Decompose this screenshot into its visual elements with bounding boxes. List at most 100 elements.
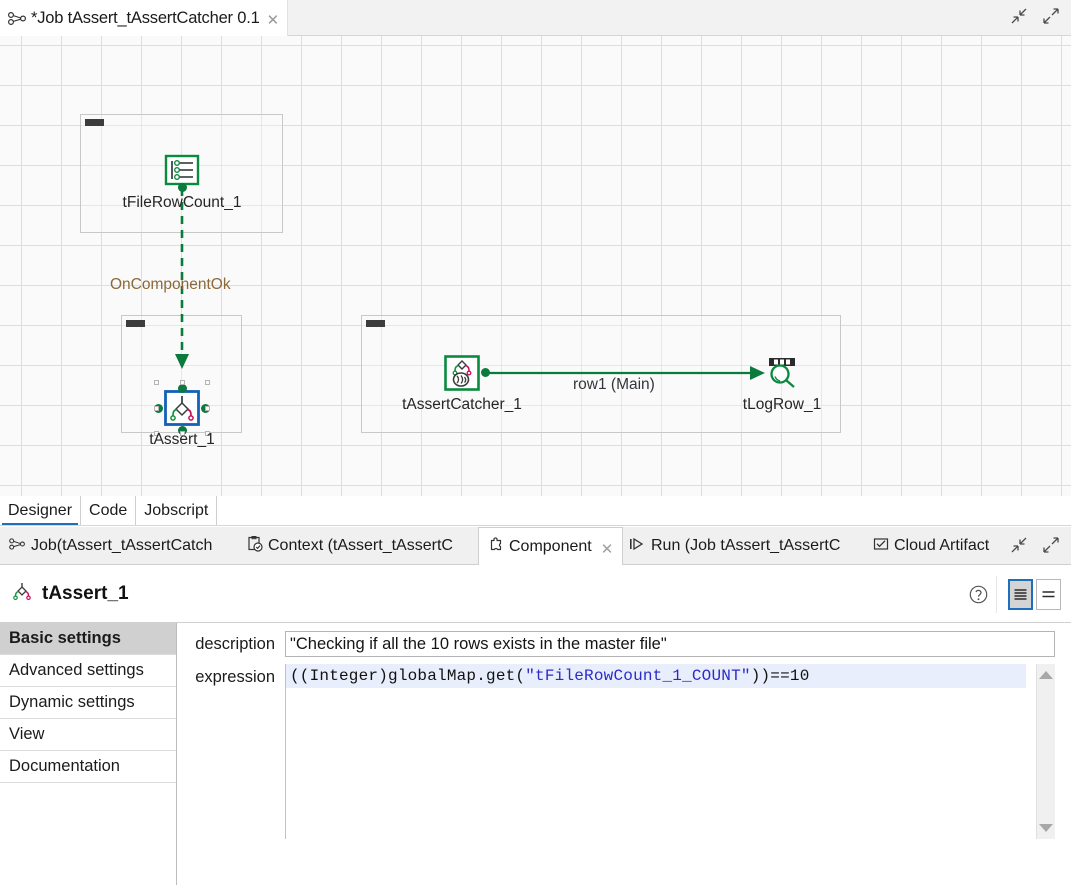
- node-port-bottom[interactable]: [178, 183, 187, 192]
- node-tfilerowcount-1[interactable]: tFileRowCount_1: [123, 152, 241, 211]
- grid-mark: [458, 482, 465, 489]
- tab-job[interactable]: Job(tAssert_tAssertCatch: [0, 527, 221, 565]
- tab-designer[interactable]: Designer: [0, 496, 82, 525]
- tfilerowcount-icon: [163, 152, 201, 190]
- grid-mark: [738, 122, 745, 129]
- list-view-icon[interactable]: [1008, 578, 1033, 610]
- grid-mark: [938, 442, 945, 449]
- grid-mark: [978, 402, 985, 409]
- grid-mark: [938, 482, 945, 489]
- tab-component[interactable]: Component ✕: [478, 527, 624, 566]
- grid-mark: [298, 482, 305, 489]
- subjob-collapse-handle[interactable]: [85, 119, 104, 126]
- grid-mark: [938, 242, 945, 249]
- grid-mark: [378, 162, 385, 169]
- grid-mark: [618, 42, 625, 49]
- scroll-up-arrow-icon[interactable]: [1039, 671, 1053, 679]
- connection-label-row1[interactable]: row1 (Main): [573, 376, 655, 393]
- expression-scrollbar[interactable]: [1036, 664, 1055, 839]
- maximize-icon[interactable]: [1041, 6, 1061, 26]
- component-header-actions: [960, 565, 1061, 623]
- grid-mark: [898, 242, 905, 249]
- close-icon[interactable]: ✕: [266, 12, 280, 29]
- tab-context[interactable]: Context (tAssert_tAssertC: [238, 527, 462, 565]
- subjob-collapse-handle[interactable]: [366, 320, 385, 327]
- expression-editor[interactable]: ((Integer)globalMap.get("tFileRowCount_1…: [285, 664, 1055, 839]
- grid-mark: [98, 242, 105, 249]
- grid-mark: [898, 202, 905, 209]
- selection-handle[interactable]: [154, 431, 159, 436]
- sidebar-item-advanced-settings[interactable]: Advanced settings: [0, 655, 176, 687]
- grid-mark: [858, 122, 865, 129]
- selection-handle[interactable]: [180, 380, 185, 385]
- expression-line[interactable]: ((Integer)globalMap.get("tFileRowCount_1…: [286, 664, 1026, 688]
- grid-mark: [18, 482, 25, 489]
- selection-handle[interactable]: [180, 431, 185, 436]
- node-tassert-1[interactable]: tAssert_1: [149, 380, 215, 448]
- grid-mark: [1018, 362, 1025, 369]
- editor-tab-job[interactable]: *Job tAssert_tAssertCatcher 0.1 ✕: [0, 0, 289, 36]
- view-window-controls: [1009, 535, 1061, 555]
- settings-category-list: Basic settings Advanced settings Dynamic…: [0, 623, 177, 885]
- grid-mark: [898, 402, 905, 409]
- grid-mark: [18, 282, 25, 289]
- minimize-icon[interactable]: [1009, 6, 1029, 26]
- maximize-icon[interactable]: [1041, 535, 1061, 555]
- selection-handle[interactable]: [154, 380, 159, 385]
- grid-mark: [1058, 122, 1065, 129]
- grid-mark: [98, 402, 105, 409]
- grid-mark: [58, 122, 65, 129]
- grid-mark: [898, 322, 905, 329]
- node-port-bottom[interactable]: [178, 426, 187, 435]
- subjob-collapse-handle[interactable]: [126, 320, 145, 327]
- grid-mark: [1018, 402, 1025, 409]
- sidebar-item-view[interactable]: View: [0, 719, 176, 751]
- grid-mark: [698, 482, 705, 489]
- grid-mark: [738, 282, 745, 289]
- grid-mark: [138, 82, 145, 89]
- grid-mark: [1018, 322, 1025, 329]
- grid-mark: [658, 202, 665, 209]
- connection-label-oncomponentok[interactable]: OnComponentOk: [110, 276, 231, 293]
- grid-mark: [898, 442, 905, 449]
- help-icon[interactable]: [960, 575, 997, 613]
- grid-mark: [658, 122, 665, 129]
- editor-tab-title: *Job tAssert_tAssertCatcher 0.1: [31, 8, 260, 27]
- grid-mark: [58, 162, 65, 169]
- tab-run[interactable]: Run (Job tAssert_tAssertC: [620, 527, 849, 565]
- tab-component-label: Component: [509, 538, 592, 555]
- grid-mark: [658, 242, 665, 249]
- selection-handle[interactable]: [205, 406, 210, 411]
- node-tassertcatcher-1[interactable]: tAssertCatcher_1: [402, 354, 522, 413]
- sidebar-item-basic-settings[interactable]: Basic settings: [0, 623, 176, 655]
- minimize-icon[interactable]: [1009, 535, 1029, 555]
- grid-mark: [618, 242, 625, 249]
- job-design-canvas[interactable]: OnComponentOk row1 (Main) tFileRowCount_…: [0, 36, 1071, 496]
- tab-cloud-artifact[interactable]: Cloud Artifact: [864, 527, 998, 565]
- sidebar-item-documentation[interactable]: Documentation: [0, 751, 176, 783]
- grid-mark: [658, 442, 665, 449]
- grid-mark: [658, 282, 665, 289]
- scroll-down-arrow-icon[interactable]: [1039, 824, 1053, 832]
- grid-mark: [978, 42, 985, 49]
- grid-mark: [938, 42, 945, 49]
- grid-mark: [778, 282, 785, 289]
- selection-handle[interactable]: [205, 431, 210, 436]
- node-tlogrow-1[interactable]: tLogRow_1: [743, 354, 821, 413]
- sidebar-item-dynamic-settings[interactable]: Dynamic settings: [0, 687, 176, 719]
- selection-handle[interactable]: [154, 406, 159, 411]
- compact-view-icon[interactable]: [1036, 578, 1061, 610]
- grid-mark: [778, 82, 785, 89]
- description-input[interactable]: [285, 631, 1055, 657]
- grid-mark: [138, 242, 145, 249]
- node-port-top[interactable]: [178, 384, 187, 393]
- tab-jobscript[interactable]: Jobscript: [136, 496, 218, 525]
- tab-code[interactable]: Code: [81, 496, 137, 525]
- selection-handle[interactable]: [205, 380, 210, 385]
- grid-mark: [498, 42, 505, 49]
- grid-mark: [698, 282, 705, 289]
- node-port-right[interactable]: [481, 368, 490, 377]
- grid-mark: [378, 242, 385, 249]
- close-icon[interactable]: ✕: [600, 540, 614, 558]
- grid-mark: [378, 82, 385, 89]
